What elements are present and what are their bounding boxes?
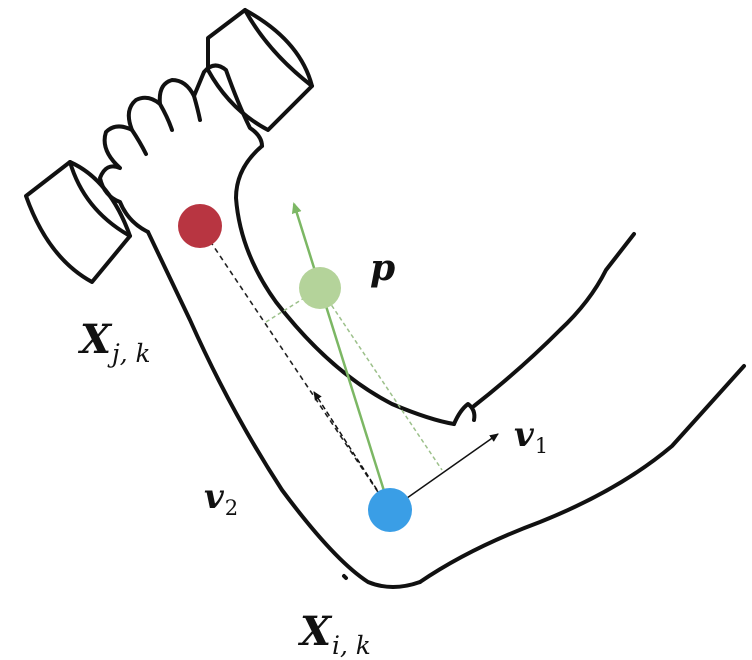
knuckle-crease-2 xyxy=(158,102,174,132)
label-x-jk-sub: j, k xyxy=(112,338,151,368)
dumbbell xyxy=(24,8,314,284)
label-x-jk: Xj, k xyxy=(80,320,151,366)
dashed-line-green-down xyxy=(319,287,443,471)
projection-lines xyxy=(199,225,443,511)
dashed-line-green-up xyxy=(265,287,321,323)
fist-outline xyxy=(98,63,264,234)
label-v1: v1 xyxy=(514,415,548,456)
label-v2-main: v xyxy=(204,477,224,517)
knuckle-crease-3 xyxy=(192,94,202,122)
elbow-tick xyxy=(342,574,348,580)
elbow-crease xyxy=(452,402,477,426)
dumbbell-top-face xyxy=(243,8,314,88)
label-x-ik-sub: i, k xyxy=(332,630,371,660)
markers xyxy=(178,204,412,532)
label-v1-sub: 1 xyxy=(534,433,549,459)
forearm-outer-edge xyxy=(146,230,422,589)
bicep-top xyxy=(472,232,636,408)
label-p: p xyxy=(370,250,395,286)
dumbbell-bottom-face xyxy=(68,160,132,238)
arm-outline xyxy=(98,63,746,589)
dashed-line-red-to-blue xyxy=(199,225,391,511)
knuckle-crease-1 xyxy=(130,128,148,156)
blue-marker xyxy=(368,488,412,532)
label-x-ik: Xi, k xyxy=(300,612,371,658)
vector-v1 xyxy=(389,433,499,511)
vectors xyxy=(291,202,499,511)
forearm-inner-edge xyxy=(234,144,456,426)
label-x-jk-main: X xyxy=(80,316,112,363)
label-v1-main: v xyxy=(514,415,534,455)
upper-arm-underside xyxy=(418,364,746,584)
label-v2-sub: 2 xyxy=(224,495,239,521)
label-x-ik-main: X xyxy=(300,608,332,655)
vector-v2 xyxy=(313,391,391,511)
label-p-text: p xyxy=(370,247,396,289)
red-marker xyxy=(178,204,222,248)
green-vector-p xyxy=(291,202,392,511)
green-marker xyxy=(299,267,341,309)
label-v2: v2 xyxy=(204,477,238,518)
